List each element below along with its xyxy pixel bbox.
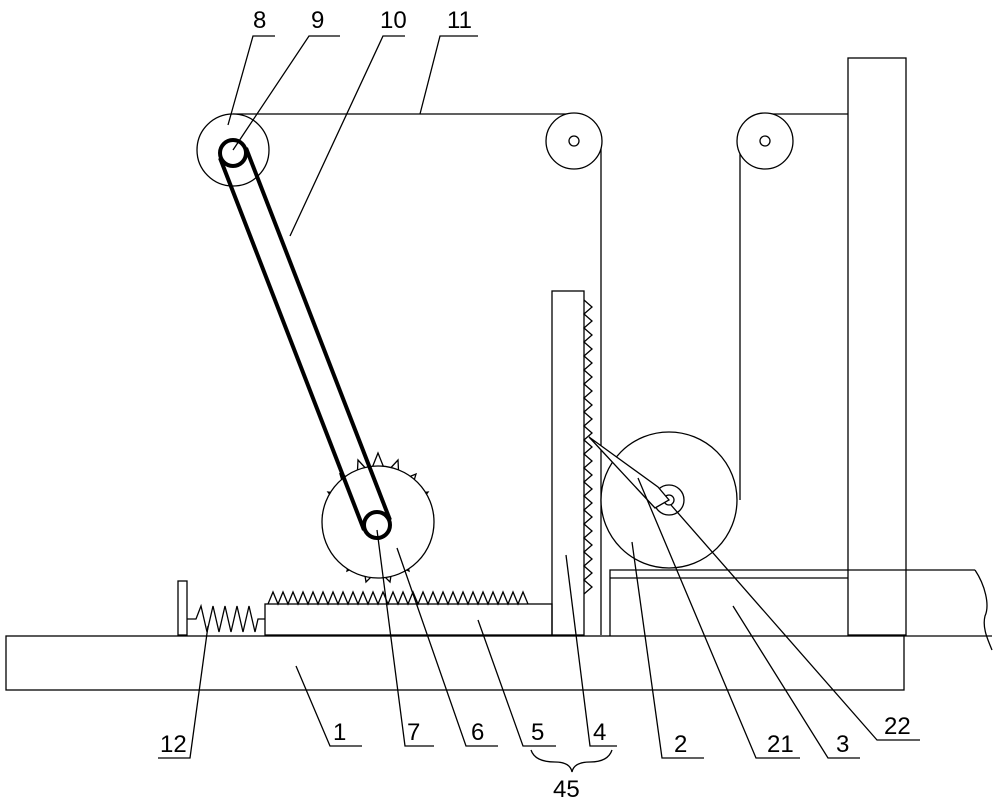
label-22: 22	[884, 713, 911, 740]
right-column	[847, 57, 907, 636]
label-8: 8	[253, 7, 266, 34]
label-45: 45	[553, 776, 580, 803]
label-6: 6	[471, 719, 484, 746]
right-block-break	[974, 569, 993, 651]
top-pulley-left	[545, 112, 603, 170]
label-4: 4	[593, 719, 606, 746]
gear	[321, 451, 435, 584]
label-12: 12	[160, 731, 187, 758]
belt	[233, 113, 848, 635]
label-5: 5	[531, 719, 544, 746]
vertical-rack	[551, 290, 593, 636]
label-7: 7	[407, 719, 420, 746]
spring-assembly	[177, 580, 265, 636]
label-1: 1	[333, 719, 346, 746]
label-10: 10	[380, 7, 407, 34]
label-21: 21	[767, 731, 794, 758]
right-block	[609, 569, 975, 636]
label-11: 11	[447, 7, 472, 34]
label-9: 9	[311, 7, 324, 34]
top-pulley-right	[736, 112, 794, 170]
drum	[588, 431, 738, 569]
base-plate	[5, 635, 905, 691]
label-2: 2	[674, 731, 687, 758]
leader-lines	[158, 35, 920, 773]
horizontal-rack	[264, 590, 553, 636]
label-3: 3	[836, 731, 849, 758]
connecting-rod	[218, 138, 392, 540]
